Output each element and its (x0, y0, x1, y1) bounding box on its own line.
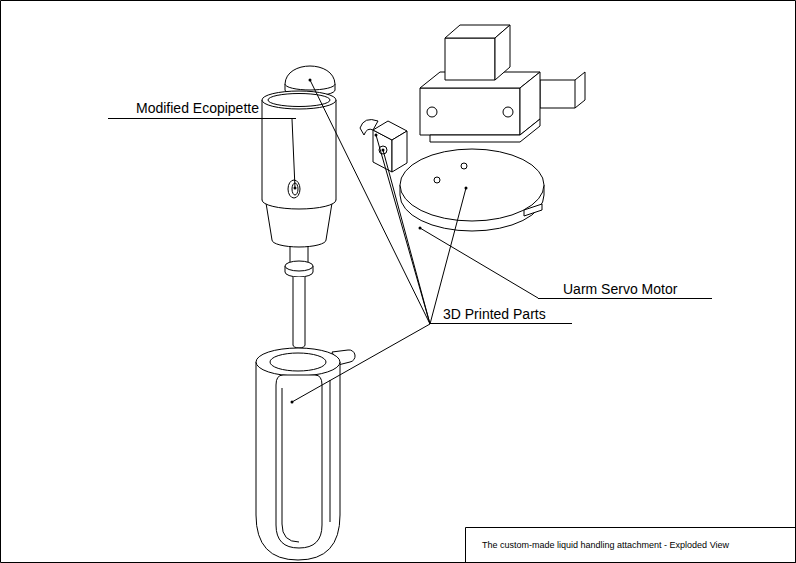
servo-motor (445, 38, 495, 80)
pipette-body (268, 94, 330, 107)
servo-motor (503, 107, 513, 117)
pipette-holder (256, 348, 340, 376)
mount-disc (400, 149, 544, 221)
leader-lines (420, 228, 538, 298)
mount-disc (524, 204, 542, 216)
servo-motor (430, 119, 540, 142)
part-label: 3D Printed Parts (442, 306, 547, 322)
leader-lines (430, 188, 466, 324)
leader-dots (375, 134, 378, 137)
leader-dots (309, 79, 312, 82)
leader-lines (292, 324, 430, 402)
pipette-body (293, 277, 305, 348)
mount-disc (434, 177, 440, 183)
part-label: Modified Ecopipette (135, 100, 260, 116)
leader-lines (310, 80, 430, 324)
servo-motor (495, 25, 510, 80)
pipette-holder (270, 353, 326, 371)
dome-cap (285, 84, 335, 90)
leader-dots (465, 187, 468, 190)
underlines (108, 118, 296, 119)
leader-dots (382, 149, 385, 152)
clamp-block (392, 131, 407, 172)
mount-disc (400, 149, 544, 231)
pipette-body (288, 180, 300, 198)
pipette-holder (282, 388, 299, 542)
title-block-text: The custom-made liquid handling attachme… (482, 540, 729, 551)
servo-motor (540, 72, 585, 108)
pipette-body (262, 91, 336, 348)
pipette-holder (256, 348, 355, 560)
leader-lines (376, 135, 430, 324)
underlines (108, 119, 712, 324)
pipette-holder (276, 375, 322, 548)
page-frame (466, 528, 796, 563)
underlines (430, 323, 572, 324)
clamp-block (360, 120, 407, 172)
leader-dots (291, 79, 468, 404)
leader-dots (294, 187, 297, 190)
pipette-body (262, 91, 336, 109)
servo-motor (420, 25, 585, 142)
pipette-body (262, 100, 336, 247)
pipette-body (262, 200, 336, 209)
leader-lines (292, 119, 295, 188)
pipette-holder (256, 362, 340, 560)
pipette-body (285, 261, 313, 271)
servo-motor (420, 88, 520, 135)
leader-lines (292, 80, 538, 402)
servo-motor (427, 107, 437, 117)
part-label: Uarm Servo Motor (562, 281, 678, 297)
pipette-holder (330, 380, 331, 522)
leader-dots (419, 227, 422, 230)
underlines (538, 298, 712, 299)
servo-motor (575, 80, 576, 108)
leader-dots (291, 401, 294, 404)
mount-disc (461, 163, 467, 169)
